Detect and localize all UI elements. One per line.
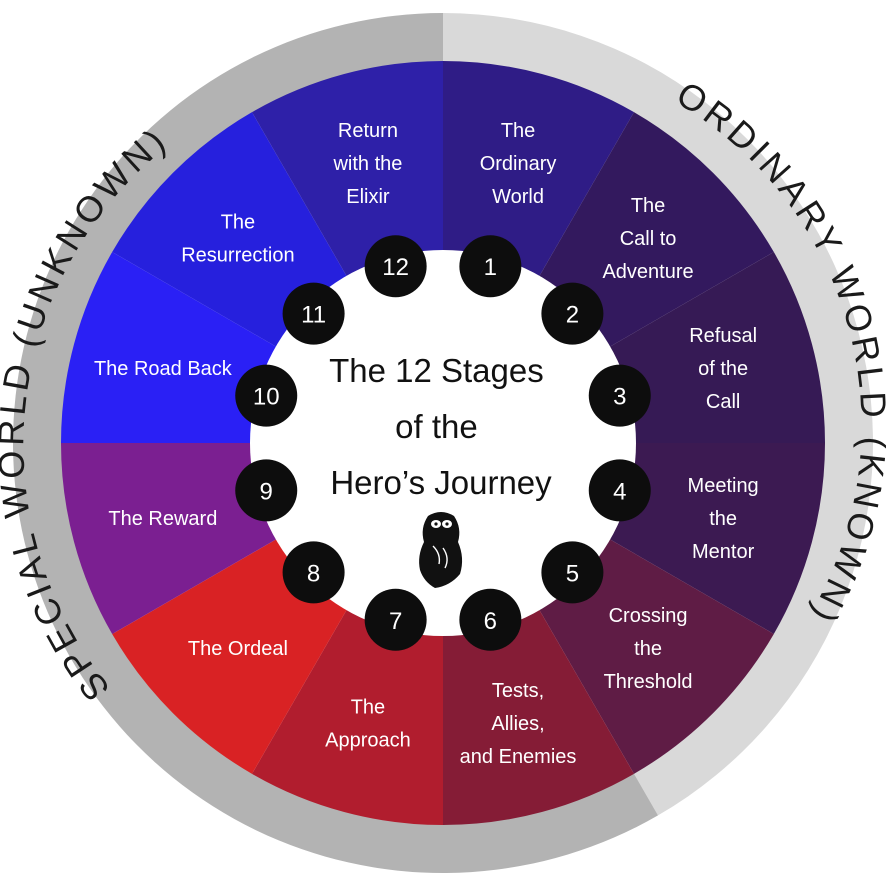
title-line-1: The 12 Stages (329, 352, 544, 389)
badge-circle (364, 235, 427, 298)
stage-label-line: Return (338, 120, 398, 142)
stage-badge-11: 11 (282, 282, 345, 345)
stage-label-line: Tests, (492, 680, 544, 702)
stage-label-line: Threshold (604, 671, 693, 693)
stage-number: 5 (566, 560, 579, 587)
stage-badge-6: 6 (459, 588, 522, 651)
stage-label-line: Refusal (689, 325, 757, 347)
stage-label-6: Tests, Allies, and Enemies (460, 680, 577, 768)
badge-circle (235, 459, 298, 522)
badge-circle (235, 364, 298, 427)
badge-circle (541, 282, 604, 345)
stage-number: 1 (484, 254, 497, 281)
stage-number: 2 (566, 302, 579, 329)
stage-badge-12: 12 (364, 235, 427, 298)
stage-label-line: Meeting (688, 475, 759, 497)
stage-label-line: The Reward (108, 508, 217, 530)
center-circle (250, 250, 636, 636)
badge-circle (588, 364, 651, 427)
stage-label-line: with the (332, 153, 402, 175)
stage-label-line: The (631, 195, 665, 217)
outer-ring-known (443, 13, 873, 816)
stage-label-line: Ordinary (480, 153, 557, 175)
stage-label-10: The Road Back (94, 358, 233, 380)
stage-label-line: Call to (620, 228, 677, 250)
stage-badge-4: 4 (588, 459, 651, 522)
stage-number: 7 (389, 608, 402, 635)
stage-label-8: The Ordeal (188, 638, 288, 660)
stage-badge-2: 2 (541, 282, 604, 345)
badge-circle (364, 588, 427, 651)
stage-label-line: Call (706, 391, 740, 413)
badge-circle (459, 588, 522, 651)
stage-badge-7: 7 (364, 588, 427, 651)
stage-label-line: The (501, 120, 535, 142)
stage-label-line: Resurrection (181, 244, 294, 266)
diagram-title: The 12 Stages of the Hero’s Journey (329, 352, 553, 501)
stage-label-line: Allies, (491, 713, 544, 735)
stage-number: 10 (253, 384, 280, 411)
stage-number: 9 (260, 478, 273, 505)
stage-label-line: Adventure (602, 261, 693, 283)
title-line-3: Hero’s Journey (330, 464, 552, 501)
stage-number: 4 (613, 478, 626, 505)
stage-badge-9: 9 (235, 459, 298, 522)
stage-label-line: The (221, 211, 255, 233)
badge-circle (282, 541, 345, 604)
stage-number: 6 (484, 608, 497, 635)
stage-badge-3: 3 (588, 364, 651, 427)
owl-logo-icon (419, 512, 463, 588)
stage-badge-1: 1 (459, 235, 522, 298)
title-line-2: of the (395, 408, 478, 445)
stage-label-line: The Road Back (94, 358, 233, 380)
badge-circle (282, 282, 345, 345)
stage-label-line: Crossing (609, 605, 688, 627)
stage-label-line: the (709, 508, 737, 530)
stage-number: 11 (301, 302, 326, 329)
stage-label-9: The Reward (108, 508, 217, 530)
stage-number: 8 (307, 560, 320, 587)
stage-badge-8: 8 (282, 541, 345, 604)
badge-circle (459, 235, 522, 298)
stage-badge-10: 10 (235, 364, 298, 427)
stage-badge-5: 5 (541, 541, 604, 604)
stage-label-line: and Enemies (460, 746, 577, 768)
stage-number: 12 (382, 254, 409, 281)
stage-label-line: of the (698, 358, 748, 380)
stage-label-line: Elixir (346, 186, 390, 208)
badge-circle (541, 541, 604, 604)
stage-label-line: The Ordeal (188, 638, 288, 660)
stage-label-line: World (492, 186, 544, 208)
stage-number: 3 (613, 384, 626, 411)
stage-label-line: Approach (325, 730, 411, 752)
stage-label-line: The (351, 697, 385, 719)
stage-label-line: Mentor (692, 541, 755, 563)
stage-label-line: the (634, 638, 662, 660)
badge-circle (588, 459, 651, 522)
